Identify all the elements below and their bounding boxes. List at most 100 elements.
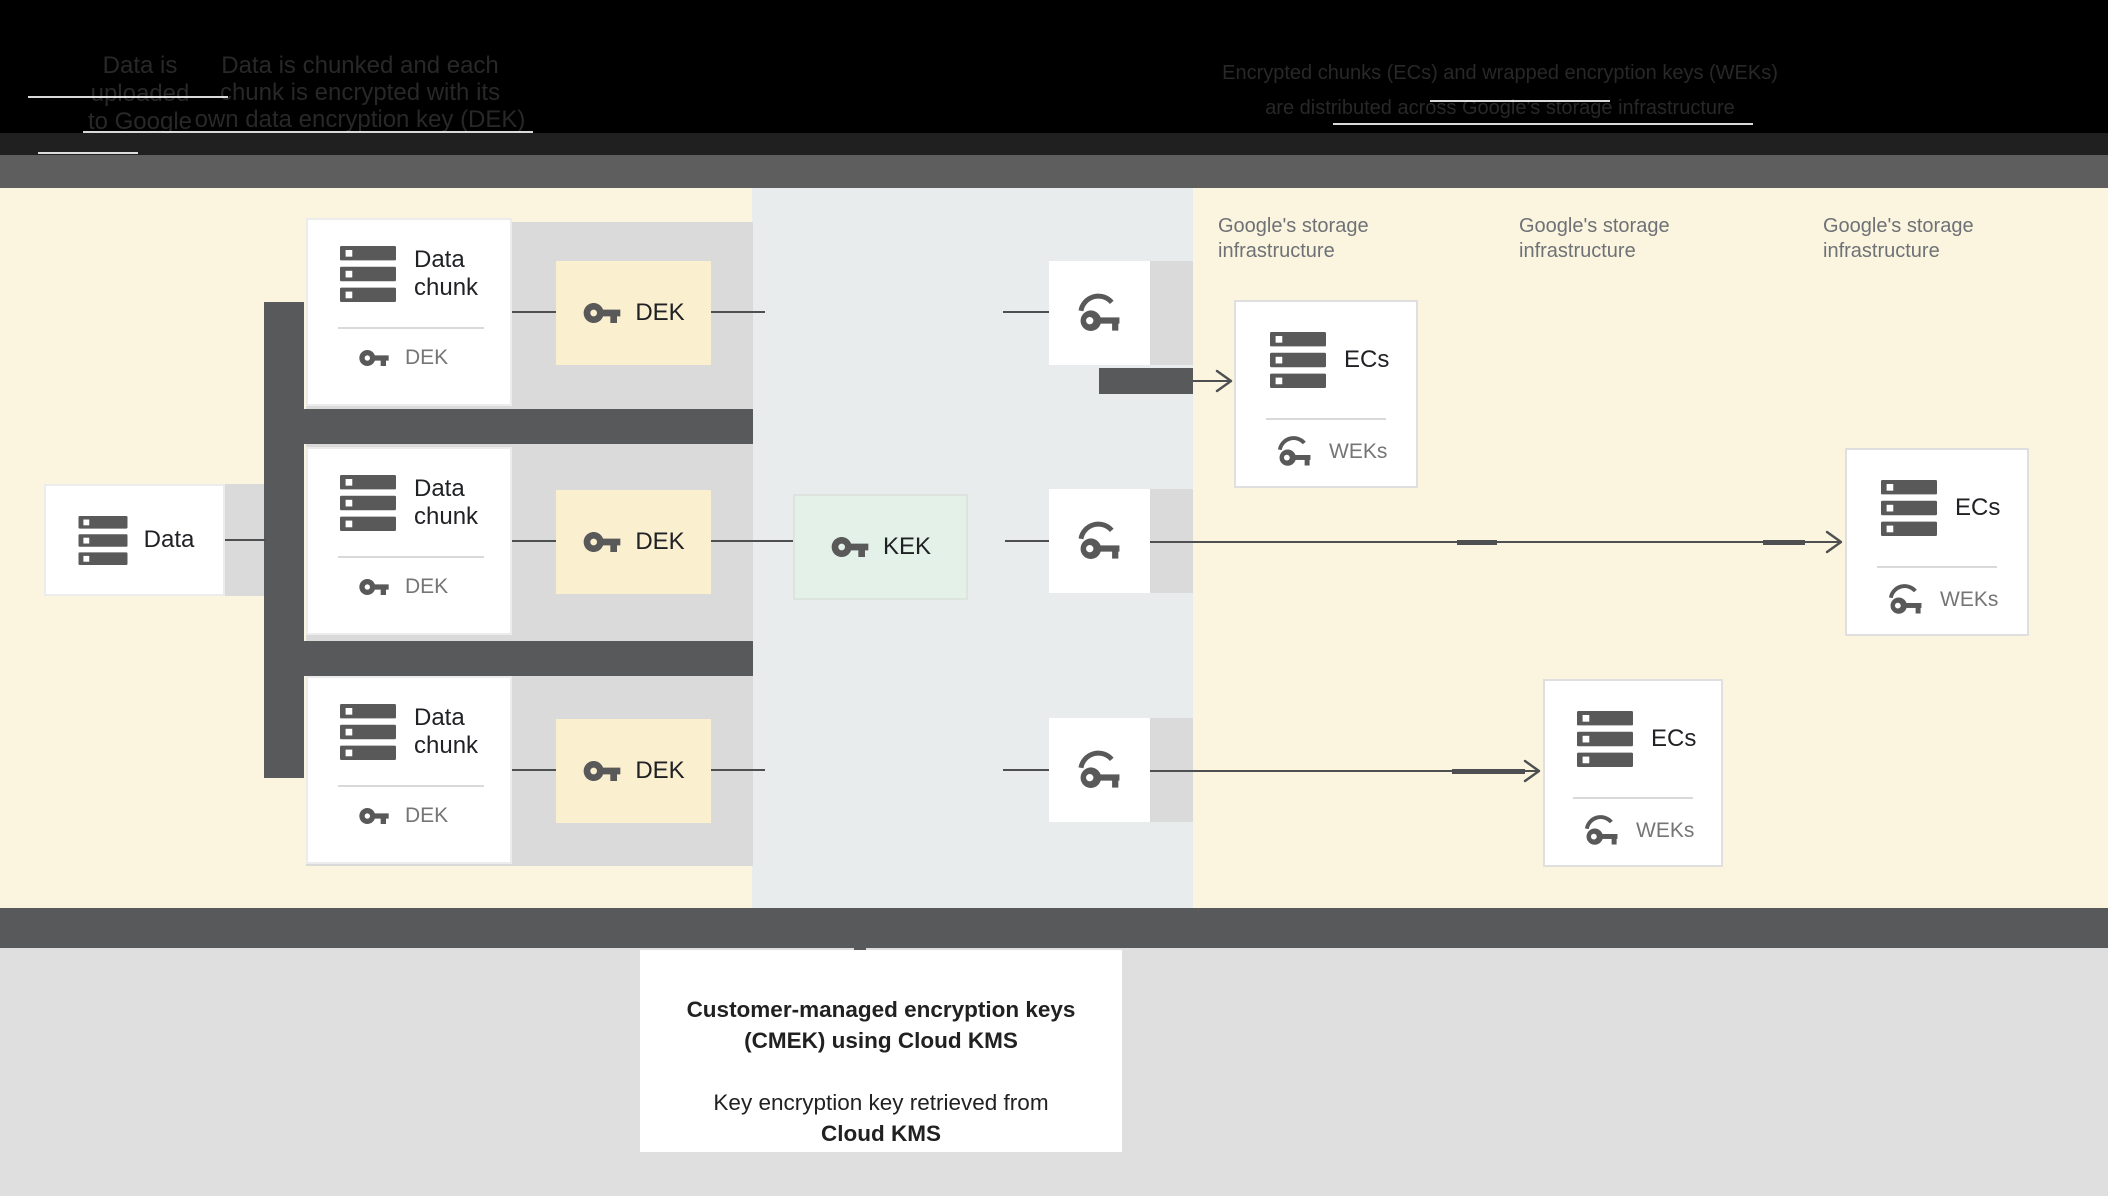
connector-line <box>711 769 765 771</box>
header-line: Data is <box>102 52 178 79</box>
kek-box-label: KEK <box>882 533 932 560</box>
arrow-line-top <box>1193 380 1231 382</box>
key-icon <box>582 293 622 333</box>
data-icon <box>75 516 131 565</box>
top-gray-band <box>0 155 2108 188</box>
key-icon <box>358 571 390 603</box>
arrow-thick-segment <box>1457 539 1497 545</box>
connector-line <box>1003 311 1049 313</box>
wrapped-key-icon <box>1276 434 1314 469</box>
arrow-thick-segment <box>1452 768 1525 774</box>
wek1-elbow-pipe <box>1099 368 1193 394</box>
data-chunk-label: Data chunk <box>414 704 479 759</box>
split-trunk <box>264 302 304 778</box>
card-divider <box>338 785 484 787</box>
header-underline-streak <box>38 152 138 154</box>
encrypted-chunks-icon <box>1573 711 1637 767</box>
data-chunk-box-1: Data chunk DEK <box>306 218 512 406</box>
header-line: to Google <box>87 108 193 135</box>
arrow-thick-segment <box>1763 539 1805 545</box>
chunk-dek-label: DEK <box>405 346 449 369</box>
chunk-dek-label: DEK <box>405 575 449 598</box>
header-line: are distributed across Google's storage … <box>1265 97 1735 119</box>
arrow-head-icon <box>1213 368 1235 394</box>
caption-stub <box>854 942 866 952</box>
dek-box-1: DEK <box>556 261 711 365</box>
dek-box-label: DEK <box>635 299 685 326</box>
data-chunk-label: Data chunk <box>414 246 479 301</box>
header-column-storage: Encrypted chunks (ECs) and wrapped encry… <box>1200 56 1800 126</box>
header-line: Data is chunked and each <box>221 52 499 79</box>
ecs-box-3: ECs WEKs <box>1845 448 2029 636</box>
caption-line-bold: Cloud KMS <box>821 1121 941 1146</box>
storage-infrastructure-label-2: Google's storage infrastructure <box>1519 215 1670 262</box>
split-bar-1 <box>304 409 753 444</box>
card-divider <box>1266 418 1386 420</box>
dek-box-label: DEK <box>635 528 685 555</box>
header-column-upload: Data is uploaded to Google <box>55 52 225 136</box>
ecs-label: ECs <box>1955 494 2001 521</box>
key-icon <box>582 751 622 791</box>
dek-box-2: DEK <box>556 490 711 594</box>
dek-box-label: DEK <box>635 757 685 784</box>
card-divider <box>338 327 484 329</box>
header-underline-streak <box>1430 100 1610 102</box>
split-bar-2 <box>304 641 753 676</box>
wrapped-key-box-3 <box>1049 718 1150 822</box>
storage-infrastructure-label-3: Google's storage infrastructure <box>1823 215 1974 262</box>
data-box-label: Data <box>143 526 195 553</box>
data-chunk-label: Data chunk <box>414 475 479 530</box>
card-divider <box>1573 797 1693 799</box>
encrypted-chunks-icon <box>1877 480 1941 536</box>
key-icon <box>358 342 390 374</box>
chunk-dek-label: DEK <box>405 804 449 827</box>
connector-line <box>711 311 765 313</box>
card-divider <box>1877 566 1997 568</box>
storage-infrastructure-label-1: Google's storage infrastructure <box>1218 215 1369 262</box>
header-underline-streak <box>28 96 228 98</box>
wrapped-key-icon <box>1887 582 1925 617</box>
data-box: Data <box>44 484 225 596</box>
header-underline-streak <box>83 131 533 133</box>
header-background-lower <box>0 133 2108 155</box>
connector-line <box>1003 769 1049 771</box>
card-divider <box>338 556 484 558</box>
header-line: chunk is encrypted with its <box>219 79 501 106</box>
header-underline-streak <box>1333 123 1753 125</box>
ecs-label: ECs <box>1344 346 1390 373</box>
data-chunk-box-3: Data chunk DEK <box>306 676 512 864</box>
wrapped-key-icon <box>1583 813 1621 848</box>
data-chunk-icon <box>336 246 400 302</box>
wrapped-key-icon <box>1076 519 1124 563</box>
connector-line <box>225 539 266 541</box>
kek-box: KEK <box>793 494 968 600</box>
weks-label: WEKs <box>1940 587 1999 611</box>
wrapped-key-box-1 <box>1049 261 1150 365</box>
connector-line <box>512 311 556 313</box>
wrapped-key-icon <box>1076 748 1124 792</box>
header-background <box>0 0 2108 133</box>
caption-title: Customer-managed encryption keys (CMEK) … <box>686 997 1076 1053</box>
arrow-head-icon <box>1521 758 1543 784</box>
ecs-label: ECs <box>1651 725 1697 752</box>
wrapped-key-box-2 <box>1049 489 1150 593</box>
data-chunk-box-2: Data chunk DEK <box>306 447 512 635</box>
encrypted-chunks-icon <box>1266 332 1330 388</box>
header-line: Encrypted chunks (ECs) and wrapped encry… <box>1222 62 1778 84</box>
wrapped-key-icon <box>1076 291 1124 335</box>
header-line: uploaded <box>90 80 190 107</box>
connector-line <box>711 540 793 542</box>
caption-line: Key encryption key retrieved from <box>713 1090 1049 1115</box>
key-icon <box>358 800 390 832</box>
arrow-line-bottom <box>1150 770 1538 772</box>
header-line: own data encryption key (DEK) <box>194 106 526 133</box>
ecs-box-2: ECs WEKs <box>1543 679 1723 867</box>
header-column-chunking: Data is chunked and each chunk is encryp… <box>170 52 550 133</box>
connector-line <box>1005 540 1049 542</box>
ecs-box-1: ECs WEKs <box>1234 300 1418 488</box>
wek-connector-band-1 <box>1150 261 1193 365</box>
data-chunk-icon <box>336 704 400 760</box>
arrow-head-icon <box>1823 529 1845 555</box>
connector-line <box>512 769 556 771</box>
